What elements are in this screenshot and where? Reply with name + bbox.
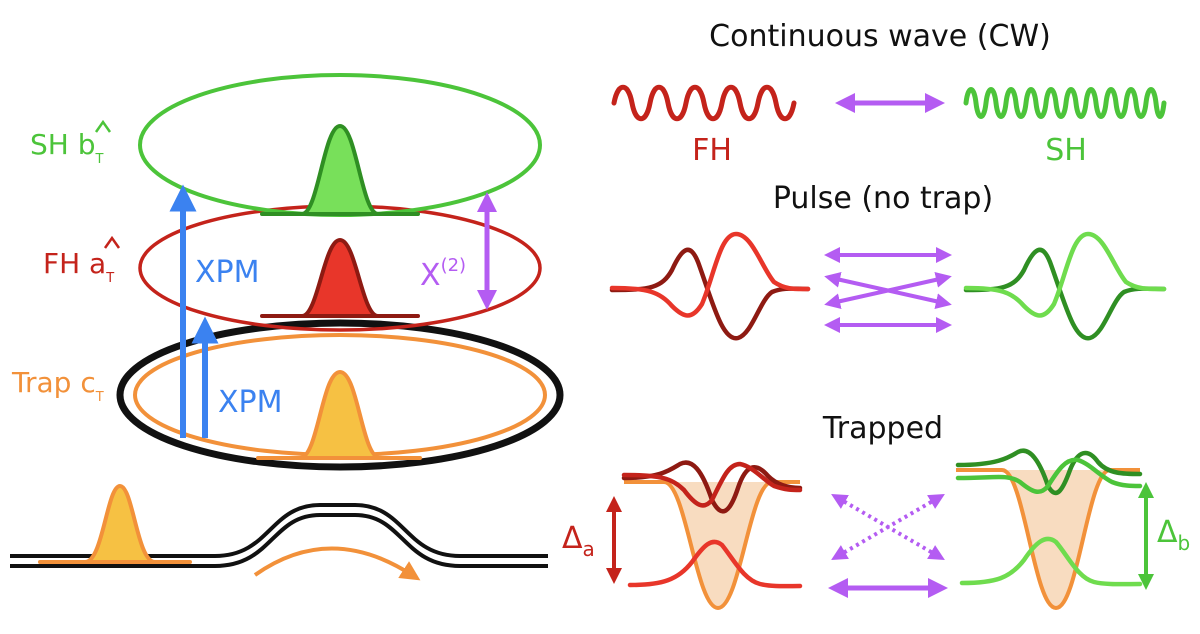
trapped-title: Trapped xyxy=(822,411,943,446)
waveguide-upper xyxy=(10,503,548,558)
cw-sh-wave xyxy=(963,87,1167,119)
hat-icon xyxy=(94,119,112,133)
trapped-sh-mode-upper xyxy=(955,448,1143,496)
trap-pulse xyxy=(256,370,422,460)
pulse-sh-wave-bright xyxy=(963,231,1167,318)
fh-pulse xyxy=(260,238,420,318)
pulse-fh-wave-bright xyxy=(609,231,811,318)
left-panel: XPM XPM X(2) SH bT FH aT Trap cT xyxy=(10,73,564,581)
fh-level-label: FH aT xyxy=(43,247,114,286)
trapped-fh-well-outline xyxy=(624,480,800,611)
cw-title: Continuous wave (CW) xyxy=(709,19,1051,54)
hat-icon xyxy=(103,235,121,249)
double-arrow-icon xyxy=(831,493,945,561)
trapped-fh-mode-lower xyxy=(627,539,803,589)
trap-level-label: Trap cT xyxy=(11,366,104,405)
pulse-fh-wave-dark xyxy=(609,247,811,341)
curved-arrow-icon xyxy=(253,546,421,581)
cw-fh-wave xyxy=(611,84,797,122)
trapped-fh-mode-mid xyxy=(621,461,803,508)
xpm-label-lower: XPM xyxy=(218,385,283,420)
trap-ring-outer xyxy=(116,319,564,471)
sh-pulse xyxy=(260,124,420,216)
cw-sh-label: SH xyxy=(1045,133,1087,168)
cw-fh-label: FH xyxy=(692,133,732,168)
pulse-sh-wave-dark xyxy=(963,247,1167,341)
waveguide-lower xyxy=(10,513,548,568)
right-panel: Continuous wave (CW) FH SH Pulse (no tra… xyxy=(562,19,1190,611)
trapped-sh-well-outline xyxy=(956,468,1140,611)
chi2-label: X(2) xyxy=(420,255,466,293)
waveguide-trap-pulse xyxy=(38,484,192,564)
delta-a-label: Δa xyxy=(562,521,595,561)
xpm-label-upper: XPM xyxy=(195,255,260,290)
trapped-sh-mode-lower xyxy=(959,536,1143,587)
pulse-title: Pulse (no trap) xyxy=(773,181,993,216)
pulse-coupling-arrows xyxy=(824,247,952,333)
trapped-fh-mode-upper xyxy=(621,460,803,514)
sh-level-label: SH bT xyxy=(30,128,104,167)
double-arrow-icon xyxy=(824,271,952,310)
delta-b-label: Δb xyxy=(1157,515,1190,555)
trapped-sh-mode-mid xyxy=(955,457,1143,495)
trapped-fh-well xyxy=(624,482,800,608)
trapped-coupling-arrows xyxy=(828,493,948,598)
